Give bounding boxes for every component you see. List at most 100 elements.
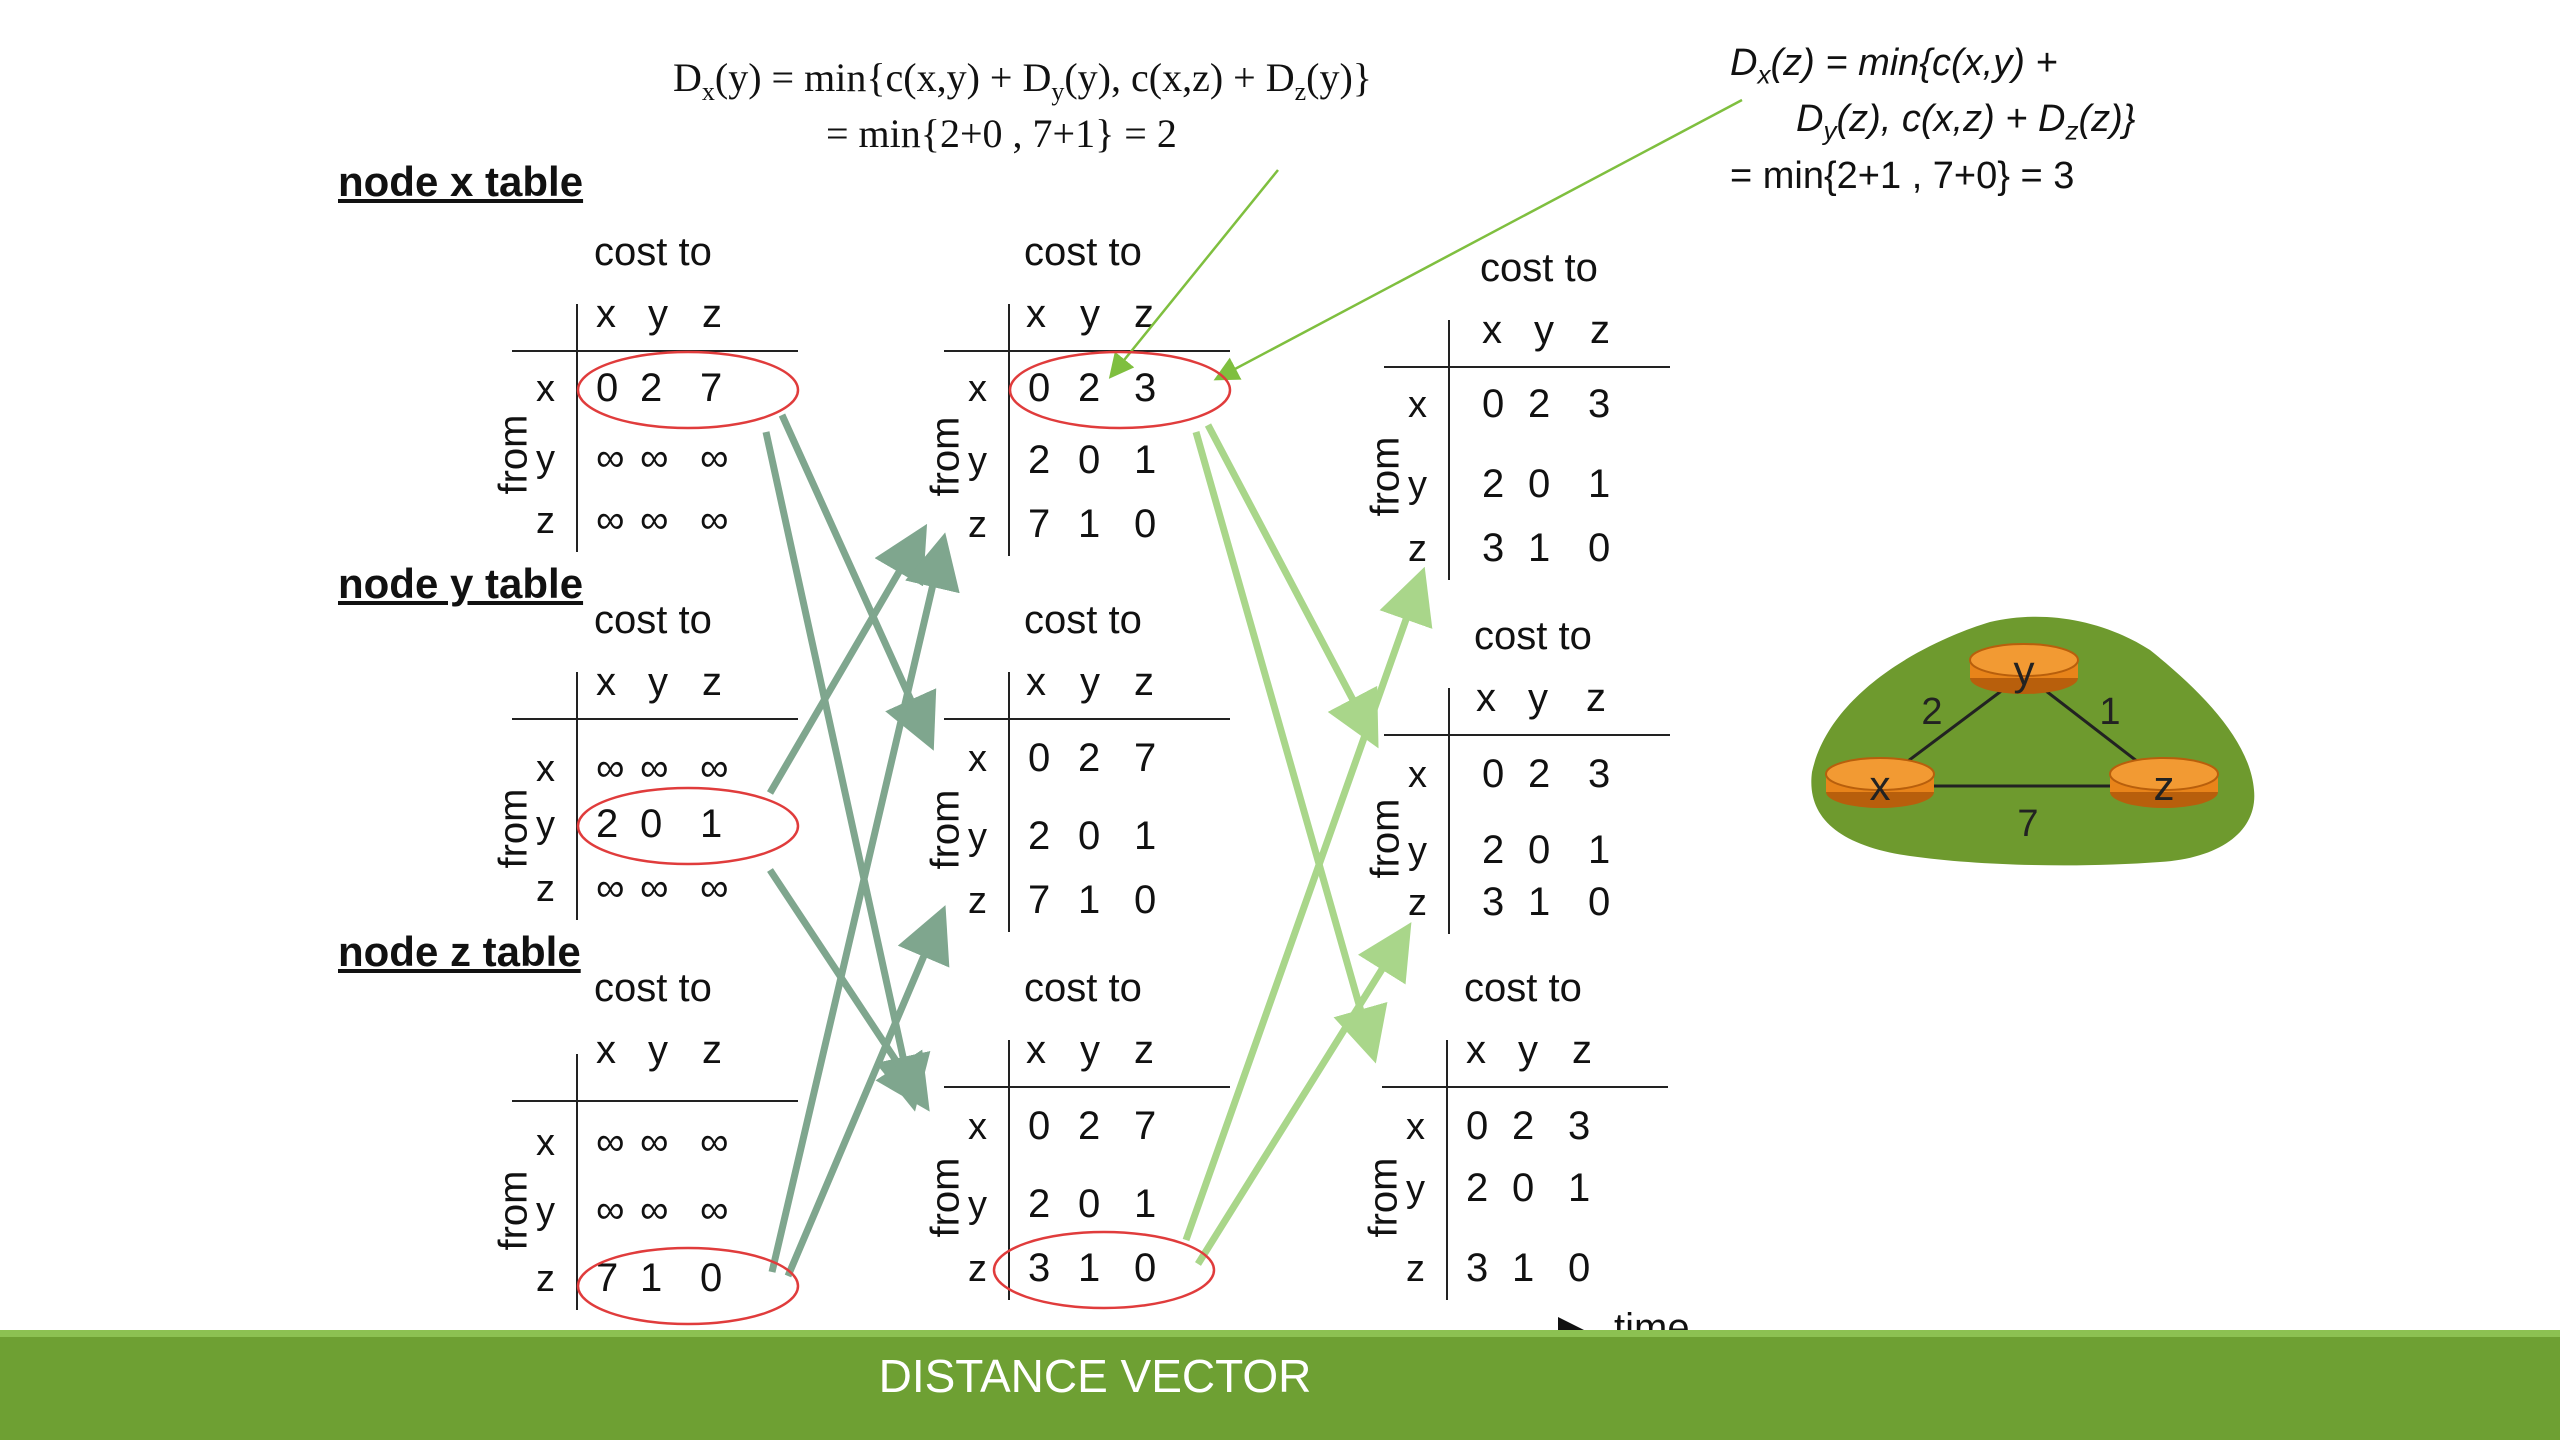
cell-x-y: 2 [1512, 1104, 1535, 1148]
table-divider-line [1448, 688, 1450, 934]
col-header-z: z [702, 1028, 722, 1072]
row-label-z: z [968, 880, 987, 922]
footer-bar [0, 1337, 2560, 1440]
cell-x-x: ∞ [596, 1120, 625, 1164]
col-header-x: x [1482, 308, 1502, 352]
row-label-x: x [968, 1106, 987, 1148]
router-z: z [2109, 757, 2219, 809]
cost-to-label: cost to [1474, 614, 1592, 658]
cell-y-z: 1 [700, 802, 723, 846]
col-header-z: z [1134, 292, 1154, 336]
row-label-x: x [1406, 1106, 1425, 1148]
cell-x-z: 3 [1568, 1104, 1591, 1148]
col-header-x: x [1026, 292, 1046, 336]
row-label-x: x [536, 368, 555, 410]
cell-y-z: 1 [1568, 1166, 1591, 1210]
cell-z-y: 1 [1078, 1246, 1101, 1290]
cell-y-y: 0 [1528, 462, 1551, 506]
cell-y-x: 2 [1028, 438, 1051, 482]
cell-y-x: 2 [1028, 814, 1051, 858]
cell-z-z: ∞ [700, 498, 729, 542]
cell-x-y: 2 [1078, 366, 1101, 410]
table-divider-line [1448, 320, 1450, 580]
cost-to-label: cost to [1024, 598, 1142, 642]
row-label-z: z [536, 1258, 555, 1300]
cost-to-label: cost to [1024, 966, 1142, 1010]
cell-z-x: ∞ [596, 498, 625, 542]
arrow-y-to-z [767, 868, 930, 1112]
cell-y-y: 0 [1078, 1182, 1101, 1226]
table-divider-line [576, 1054, 578, 1310]
arrow-x-to-y [778, 413, 937, 751]
cell-z-x: 7 [1028, 502, 1051, 546]
col-header-z: z [702, 660, 722, 704]
cost-to-label: cost to [1024, 230, 1142, 274]
cell-x-x: 0 [1028, 1104, 1051, 1148]
cell-y-x: ∞ [596, 436, 625, 480]
cell-x-z: ∞ [700, 746, 729, 790]
row-label-x: x [536, 1122, 555, 1164]
cell-z-y: 1 [1528, 526, 1551, 570]
cell-y-y: ∞ [640, 436, 669, 480]
col-header-y: y [648, 292, 668, 336]
col-header-y: y [1080, 1028, 1100, 1072]
table-divider-line [1008, 304, 1010, 556]
cell-z-z: 0 [1134, 878, 1157, 922]
cell-z-x: 3 [1466, 1246, 1489, 1290]
heading-node-y: node y table [338, 560, 584, 607]
cell-x-z: 3 [1588, 752, 1611, 796]
cell-y-z: 1 [1588, 462, 1611, 506]
cell-z-y: ∞ [640, 866, 669, 910]
table-divider-line [1008, 672, 1010, 932]
highlight-z-row-2 [992, 1230, 1216, 1310]
cell-y-x: 2 [1482, 462, 1505, 506]
arrow-x-to-z [762, 431, 931, 1112]
cell-y-y: 0 [1078, 438, 1101, 482]
arrow-z-to-y-2 [1195, 922, 1412, 1266]
cell-y-x: ∞ [596, 1188, 625, 1232]
cell-z-y: 1 [1078, 878, 1101, 922]
cell-y-z: 1 [1134, 1182, 1157, 1226]
row-label-y: y [536, 438, 555, 480]
cell-z-y: ∞ [640, 498, 669, 542]
cell-x-z: 7 [700, 366, 723, 410]
cell-x-y: 2 [1078, 736, 1101, 780]
table-header-line [512, 1100, 798, 1102]
cost-to-label: cost to [1480, 246, 1598, 290]
arrow-z-to-x [768, 532, 960, 1273]
highlight-z-row-1 [576, 1246, 800, 1326]
table-divider-line [1008, 1040, 1010, 1300]
col-header-z: z [1586, 676, 1606, 720]
cell-z-x: 3 [1482, 880, 1505, 924]
cell-z-x: 7 [1028, 878, 1051, 922]
row-label-y: y [968, 1184, 987, 1226]
table-header-line [1384, 366, 1670, 368]
footer-title: DISTANCE VECTOR [878, 1350, 1312, 1402]
cell-z-z: 0 [1134, 502, 1157, 546]
cell-z-z: 0 [1568, 1246, 1591, 1290]
cell-x-y: ∞ [640, 746, 669, 790]
cell-z-x: 7 [596, 1256, 619, 1300]
heading-node-z: node z table [338, 928, 581, 975]
col-header-y: y [1534, 308, 1554, 352]
cost-to-label: cost to [1464, 966, 1582, 1010]
row-label-z: z [1406, 1248, 1425, 1290]
cell-y-x: 2 [1028, 1182, 1051, 1226]
col-header-y: y [1080, 660, 1100, 704]
table-header-line [944, 718, 1230, 720]
col-header-y: y [1080, 292, 1100, 336]
cell-y-x: 2 [1466, 1166, 1489, 1210]
svg-text:x: x [1870, 762, 1891, 809]
cell-z-y: 1 [1078, 502, 1101, 546]
row-label-x: x [1408, 384, 1427, 426]
cell-x-z: 3 [1588, 382, 1611, 426]
cell-z-x: ∞ [596, 866, 625, 910]
table-header-line [944, 1086, 1230, 1088]
cost-to-label: cost to [594, 230, 712, 274]
row-label-z: z [968, 504, 987, 546]
col-header-y: y [1528, 676, 1548, 720]
cell-y-z: 1 [1588, 828, 1611, 872]
table-divider-line [576, 304, 578, 552]
